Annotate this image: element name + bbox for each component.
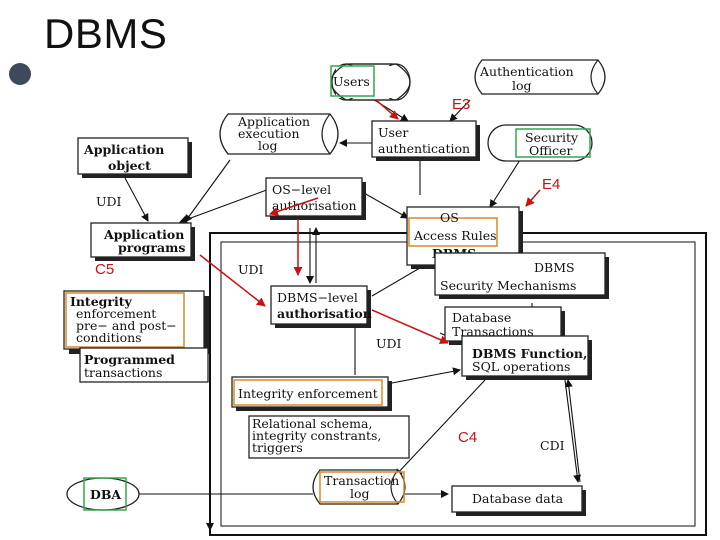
svg-text:Relational schema,: Relational schema, bbox=[252, 416, 372, 431]
svg-text:Officer: Officer bbox=[529, 143, 573, 158]
svg-text:SQL operations: SQL operations bbox=[472, 359, 570, 374]
svg-text:Security Mechanisms: Security Mechanisms bbox=[440, 278, 576, 293]
svg-text:log: log bbox=[350, 486, 370, 501]
slide-title: DBMS bbox=[44, 10, 168, 57]
svg-text:execution: execution bbox=[238, 126, 300, 141]
udi-label-mid: UDI bbox=[238, 262, 264, 277]
svg-text:Integrity: Integrity bbox=[70, 294, 133, 309]
authentication-log-node: Authentication log bbox=[474, 59, 606, 95]
svg-text:Database data: Database data bbox=[472, 491, 564, 506]
users-node: Users bbox=[330, 63, 411, 101]
database-data-node: Database data bbox=[451, 485, 586, 516]
user-authentication-node: User authentication bbox=[371, 120, 480, 161]
svg-text:programs: programs bbox=[118, 240, 185, 255]
annotation-c5: C5 bbox=[95, 261, 114, 278]
svg-text:DBMS−level: DBMS−level bbox=[277, 290, 358, 305]
relational-schema-node: Relational schema, integrity constrants,… bbox=[248, 415, 410, 459]
svg-text:Security: Security bbox=[525, 130, 579, 145]
svg-text:Application: Application bbox=[237, 114, 310, 129]
svg-text:OS: OS bbox=[440, 210, 459, 225]
security-officer-node: Security Officer bbox=[487, 124, 593, 162]
programmed-transactions-node: Programmed transactions bbox=[79, 347, 209, 383]
bullet-dot bbox=[9, 63, 31, 85]
annotation-c4: C4 bbox=[458, 429, 477, 446]
svg-text:Transactions: Transactions bbox=[452, 324, 534, 339]
svg-text:Authentication: Authentication bbox=[479, 64, 574, 79]
application-programs-node: Application programs bbox=[90, 222, 195, 261]
svg-text:enforcement: enforcement bbox=[76, 306, 156, 321]
svg-text:User: User bbox=[378, 125, 408, 140]
svg-text:DBMS Function,: DBMS Function, bbox=[472, 346, 587, 361]
udi-label-left: UDI bbox=[96, 194, 122, 209]
svg-text:conditions: conditions bbox=[76, 330, 142, 345]
svg-text:triggers: triggers bbox=[252, 440, 303, 455]
svg-text:DBA: DBA bbox=[90, 487, 121, 502]
app-execution-log-node: Application execution log bbox=[219, 113, 339, 155]
dbms-function-node: DBMS Function, SQL operations bbox=[461, 335, 592, 380]
udi-label-lower: UDI bbox=[376, 336, 402, 351]
svg-text:Transaction: Transaction bbox=[324, 473, 399, 488]
dba-node: DBA bbox=[66, 477, 140, 511]
svg-text:Programmed: Programmed bbox=[84, 352, 175, 367]
integrity-enforcement-node: Integrity enforcement bbox=[231, 376, 392, 411]
svg-text:Application: Application bbox=[103, 227, 184, 242]
svg-text:authentication: authentication bbox=[378, 141, 470, 156]
svg-text:authorisation: authorisation bbox=[277, 306, 372, 321]
application-object-node: Application object bbox=[77, 137, 192, 178]
integrity-pre-post-node: Integrity enforcement pre− and post− con… bbox=[63, 290, 209, 354]
annotation-e3: E3 bbox=[452, 96, 470, 113]
cdi-label: CDI bbox=[540, 438, 565, 453]
users-label: Users bbox=[333, 74, 370, 89]
svg-text:authorisation: authorisation bbox=[272, 198, 357, 213]
svg-text:DBMS: DBMS bbox=[534, 260, 575, 275]
svg-text:integrity constrants,: integrity constrants, bbox=[252, 428, 381, 443]
dbms-level-authorisation-node: DBMS−level authorisation bbox=[270, 285, 372, 328]
svg-text:Access Rules: Access Rules bbox=[413, 228, 497, 243]
svg-text:transactions: transactions bbox=[84, 365, 162, 380]
svg-text:log: log bbox=[512, 78, 532, 93]
svg-text:Application: Application bbox=[83, 142, 164, 157]
os-access-rules-node: OS Access Rules DBMS bbox=[406, 206, 523, 269]
dbms-security-mechanisms-node: DBMS Security Mechanisms bbox=[434, 252, 609, 299]
svg-text:log: log bbox=[258, 138, 278, 153]
annotation-e4: E4 bbox=[542, 176, 560, 193]
svg-text:Integrity enforcement: Integrity enforcement bbox=[238, 386, 378, 401]
annotation-arrows bbox=[199, 99, 541, 344]
svg-text:Database: Database bbox=[452, 310, 511, 325]
svg-text:OS−level: OS−level bbox=[272, 182, 331, 197]
transaction-log-node: Transaction log bbox=[312, 469, 406, 505]
svg-text:pre− and post−: pre− and post− bbox=[76, 318, 177, 333]
svg-text:object: object bbox=[108, 158, 151, 173]
